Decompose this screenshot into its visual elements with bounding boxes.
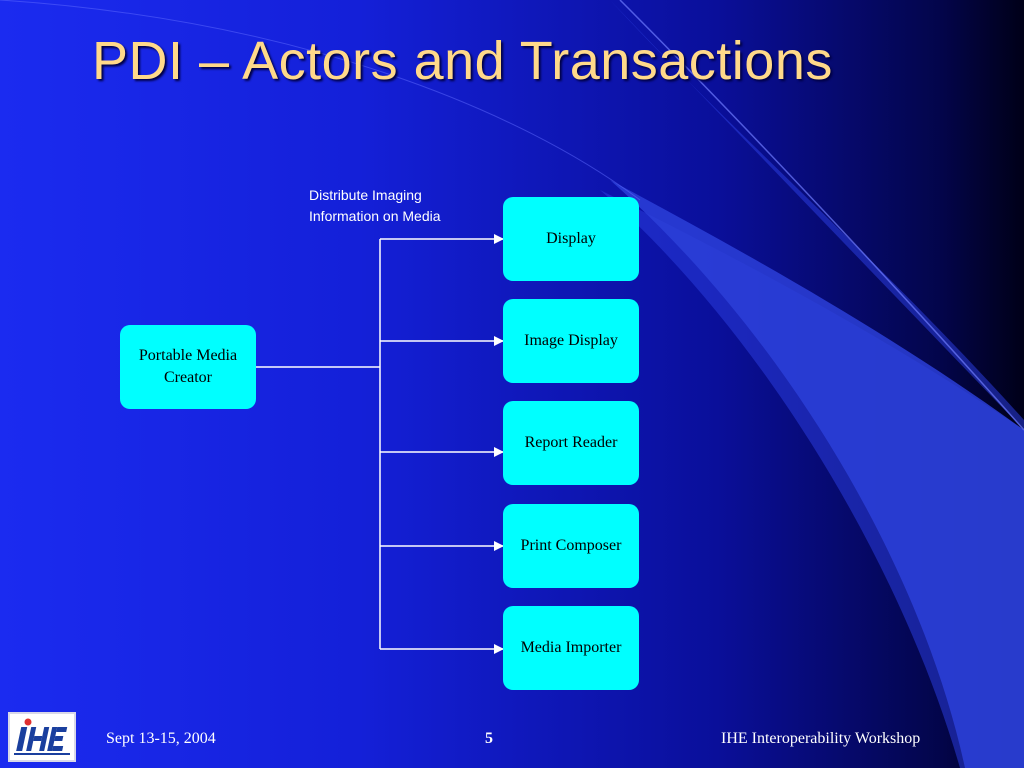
transaction-label-line-1: Distribute Imaging [309, 187, 422, 203]
footer-date: Sept 13-15, 2004 [106, 730, 216, 747]
actor-report-reader: Report Reader [503, 401, 639, 485]
actor-portable-media-creator-line-2: Creator [164, 369, 212, 386]
ihe-logo-icon [8, 712, 76, 762]
footer-event: IHE Interoperability Workshop [721, 730, 921, 747]
ihe-logo-graphic [14, 718, 70, 755]
transaction-label-line-2: Information on Media [309, 208, 441, 224]
actor-portable-media-creator: Portable Media Creator [120, 325, 256, 409]
swoosh-arc-line [619, 0, 1024, 431]
footer-page-number: 5 [485, 730, 493, 747]
swoosh-arc-line-2 [0, 0, 641, 201]
transaction-label: Distribute Imaging Information on Media [309, 185, 441, 227]
swoosh-light-wedge [610, 180, 1024, 768]
actor-portable-media-creator-line-1: Portable Media [138, 347, 238, 364]
actor-print-composer: Print Composer [503, 504, 639, 588]
actor-image-display: Image Display [503, 299, 639, 383]
slide-title: PDI – Actors and Transactions [92, 31, 833, 91]
actor-media-importer: Media Importer [503, 606, 639, 690]
actor-display: Display [503, 197, 639, 281]
